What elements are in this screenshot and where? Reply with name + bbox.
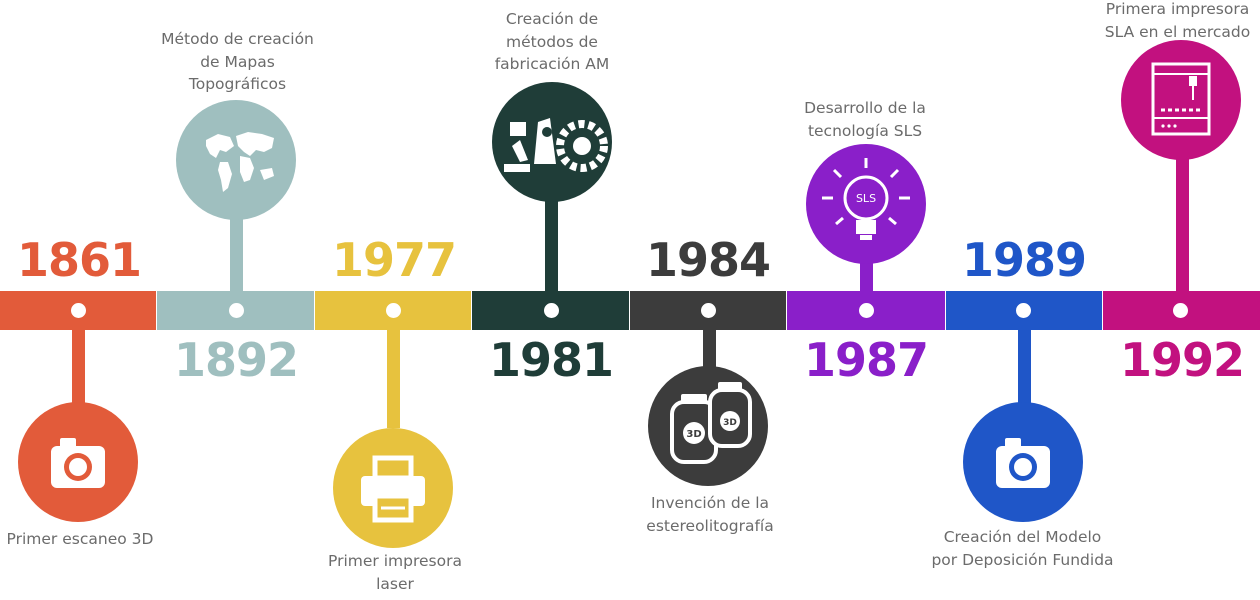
stem-1892: [230, 212, 243, 297]
stem-1861: [72, 318, 85, 408]
timeline-dot-1861: [71, 303, 86, 318]
robot-arm-gear-icon: [492, 82, 612, 202]
printer-icon: [333, 428, 453, 548]
timeline-dot-1987: [859, 303, 874, 318]
world-map-icon: [176, 100, 296, 220]
bottle-3d-text: 3D: [686, 429, 701, 440]
year-1861: 1861: [16, 233, 142, 287]
timeline-dot-1892: [229, 303, 244, 318]
camera-icon: [963, 402, 1083, 522]
label-1977: Primer impresora laser: [328, 552, 462, 593]
stem-1984: [703, 318, 716, 373]
label-1992: Primera impresora SLA en el mercado: [1104, 0, 1251, 41]
stem-1989: [1018, 318, 1031, 408]
lightbulb-icon: SLS: [806, 144, 926, 264]
year-1892: 1892: [173, 333, 299, 387]
year-1984: 1984: [645, 233, 771, 287]
stem-1992: [1176, 130, 1189, 295]
year-1989: 1989: [961, 233, 1087, 287]
label-1989: Creación del Modelo por Deposición Fundi…: [931, 528, 1114, 569]
stem-1981: [545, 190, 558, 295]
3d-printer-icon: [1121, 40, 1241, 160]
timeline-dot-1984: [701, 303, 716, 318]
year-1992: 1992: [1119, 333, 1245, 387]
timeline-dot-1981: [544, 303, 559, 318]
timeline-dot-1989: [1016, 303, 1031, 318]
camera-icon: [18, 402, 138, 522]
bottle-3d-text-2: 3D: [723, 418, 737, 428]
timeline-dot-1992: [1173, 303, 1188, 318]
year-1981: 1981: [488, 333, 614, 387]
stem-1977: [387, 318, 400, 428]
year-1987: 1987: [803, 333, 929, 387]
year-1977: 1977: [331, 233, 457, 287]
timeline-dot-1977: [386, 303, 401, 318]
resin-bottles-3d-icon: 3D 3D: [648, 366, 768, 486]
label-1987: Desarrollo de la tecnología SLS: [804, 99, 926, 140]
sls-bulb-text: SLS: [856, 192, 876, 205]
label-1984: Invención de la estereolitografía: [646, 494, 774, 535]
label-1892: Método de creación de Mapas Topográficos: [161, 30, 314, 93]
label-1861: Primer escaneo 3D: [6, 530, 154, 548]
label-1981: Creación de métodos de fabricación AM: [494, 10, 610, 73]
